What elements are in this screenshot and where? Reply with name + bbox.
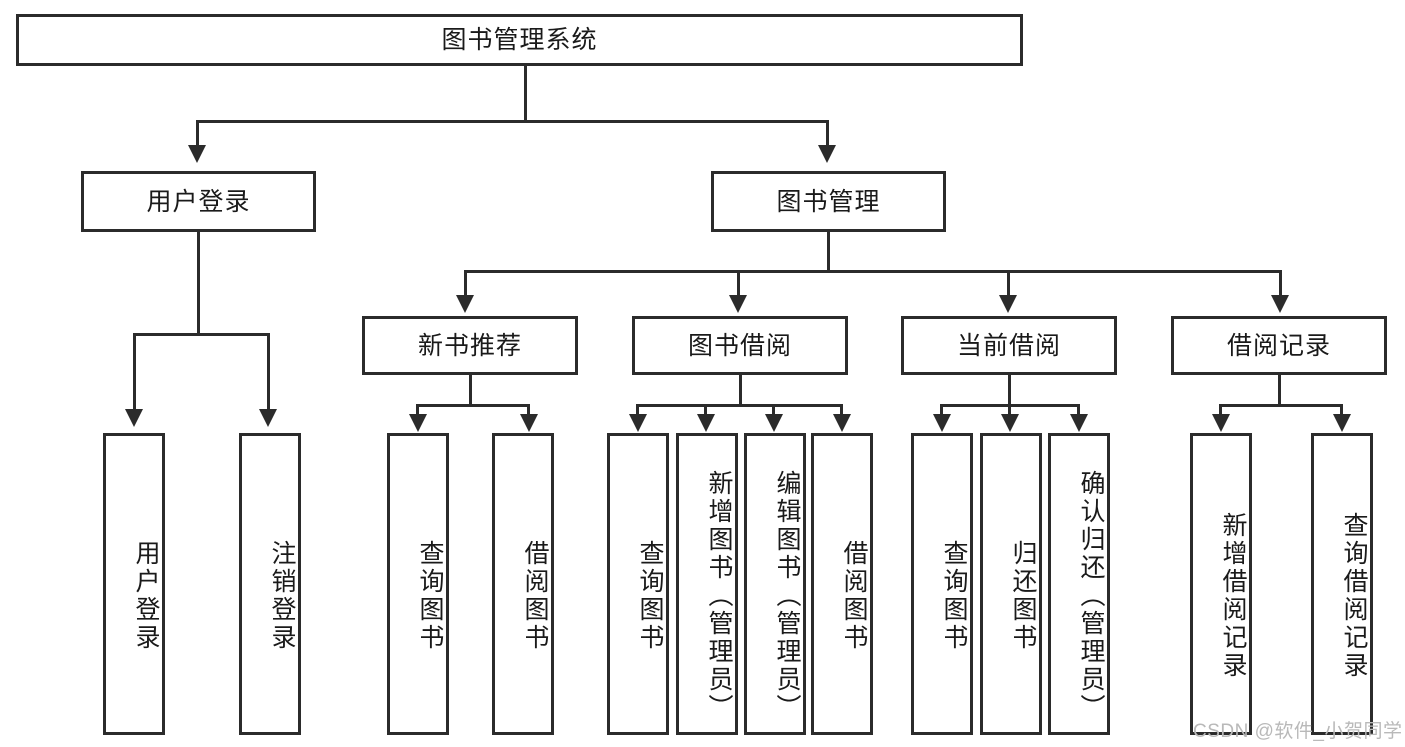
connector-bm-to-book-borrow <box>737 270 740 297</box>
node-label: 借阅记录 <box>1226 331 1331 360</box>
connector-bb-to-leaf-3 <box>772 404 775 416</box>
connector-cb-to-leaf-3 <box>1077 404 1080 416</box>
arrow-root-to-user-login <box>188 145 206 163</box>
node-label: 查询图书 <box>940 540 968 652</box>
node-label: 用户登录 <box>132 540 160 652</box>
connector-bb-to-leaf-2 <box>704 404 707 416</box>
connector-bb-stem <box>739 375 742 407</box>
connector-user-login-to-leaf-1 <box>133 333 136 411</box>
arrow-cb-to-leaf-3 <box>1070 414 1088 432</box>
csdn-watermark: CSDN @软件_小贺同学 <box>1193 716 1402 743</box>
connector-bm-to-current-borrow <box>1007 270 1010 297</box>
arrow-user-login-to-leaf-1 <box>125 409 143 427</box>
node-leaf-query-book-borrow[interactable]: 查询图书 <box>607 433 669 735</box>
node-book-borrow[interactable]: 图书借阅 <box>632 316 848 375</box>
node-leaf-return-book[interactable]: 归还图书 <box>980 433 1042 735</box>
arrow-bm-to-current-borrow <box>999 295 1017 313</box>
connector-user-login-bus <box>133 333 270 336</box>
connector-root-bus <box>196 120 828 123</box>
connector-cb-stem <box>1008 375 1011 407</box>
connector-root-stem <box>524 66 527 122</box>
arrow-bm-to-borrow-record <box>1271 295 1289 313</box>
connector-nbr-stem <box>469 375 472 407</box>
connector-br-to-leaf-1 <box>1219 404 1222 416</box>
arrow-bb-to-leaf-2 <box>697 414 715 432</box>
node-new-book-recommend[interactable]: 新书推荐 <box>362 316 578 375</box>
node-label: 新增借阅记录 <box>1219 512 1247 680</box>
connector-book-management-stem <box>827 232 830 272</box>
arrow-cb-to-leaf-2 <box>1001 414 1019 432</box>
connector-br-bus <box>1219 404 1343 407</box>
connector-nbr-bus <box>416 404 530 407</box>
arrow-nbr-to-leaf-1 <box>409 414 427 432</box>
connector-br-stem <box>1278 375 1281 407</box>
connector-root-to-user-login <box>196 120 199 147</box>
connector-bm-to-borrow-record <box>1279 270 1282 297</box>
arrow-cb-to-leaf-1 <box>933 414 951 432</box>
node-label: 新书推荐 <box>417 331 522 360</box>
node-label: 归还图书 <box>1009 540 1037 652</box>
arrow-br-to-leaf-2 <box>1333 414 1351 432</box>
node-leaf-borrow-book-recommend[interactable]: 借阅图书 <box>492 433 554 735</box>
node-label: 确认归还（管理员） <box>1077 470 1105 722</box>
node-label: 注销登录 <box>268 540 296 652</box>
node-root-book-management-system[interactable]: 图书管理系统 <box>16 14 1023 66</box>
connector-cb-to-leaf-2 <box>1008 404 1011 416</box>
node-label: 用户登录 <box>146 187 251 216</box>
connector-nbr-to-leaf-2 <box>527 404 530 416</box>
arrow-bb-to-leaf-3 <box>765 414 783 432</box>
arrow-user-login-to-leaf-2 <box>259 409 277 427</box>
connector-user-login-stem <box>197 232 200 335</box>
connector-br-to-leaf-2 <box>1340 404 1343 416</box>
node-leaf-add-borrow-record[interactable]: 新增借阅记录 <box>1190 433 1252 735</box>
arrow-bm-to-new-book-recommend <box>456 295 474 313</box>
node-leaf-user-login[interactable]: 用户登录 <box>103 433 165 735</box>
node-label: 查询图书 <box>416 540 444 652</box>
arrow-bm-to-book-borrow <box>729 295 747 313</box>
connector-book-management-bus <box>464 270 1282 273</box>
connector-user-login-to-leaf-2 <box>267 333 270 411</box>
node-label: 图书管理系统 <box>441 26 598 54</box>
watermark-text: CSDN @软件_小贺同学 <box>1193 721 1403 742</box>
node-leaf-borrow-book-borrow[interactable]: 借阅图书 <box>811 433 873 735</box>
node-label: 新增图书（管理员） <box>705 470 733 722</box>
node-leaf-query-borrow-record[interactable]: 查询借阅记录 <box>1311 433 1373 735</box>
node-borrow-record[interactable]: 借阅记录 <box>1171 316 1387 375</box>
node-label: 当前借阅 <box>956 331 1061 360</box>
node-leaf-query-book-current[interactable]: 查询图书 <box>911 433 973 735</box>
node-leaf-add-book-admin[interactable]: 新增图书（管理员） <box>676 433 738 735</box>
arrow-nbr-to-leaf-2 <box>520 414 538 432</box>
connector-root-to-book-management <box>826 120 829 147</box>
connector-bm-to-new-book-recommend <box>464 270 467 297</box>
arrow-root-to-book-management <box>818 145 836 163</box>
node-label: 借阅图书 <box>840 540 868 652</box>
node-leaf-confirm-return-admin[interactable]: 确认归还（管理员） <box>1048 433 1110 735</box>
connector-bb-to-leaf-4 <box>840 404 843 416</box>
node-label: 查询图书 <box>636 540 664 652</box>
node-leaf-edit-book-admin[interactable]: 编辑图书（管理员） <box>744 433 806 735</box>
node-label: 图书管理 <box>776 187 881 216</box>
node-label: 查询借阅记录 <box>1340 512 1368 680</box>
node-user-login[interactable]: 用户登录 <box>81 171 316 232</box>
node-current-borrow[interactable]: 当前借阅 <box>901 316 1117 375</box>
node-label: 借阅图书 <box>521 540 549 652</box>
connector-bb-to-leaf-1 <box>636 404 639 416</box>
node-leaf-logout-login[interactable]: 注销登录 <box>239 433 301 735</box>
node-leaf-query-book-recommend[interactable]: 查询图书 <box>387 433 449 735</box>
arrow-br-to-leaf-1 <box>1212 414 1230 432</box>
arrow-bb-to-leaf-1 <box>629 414 647 432</box>
connector-bb-bus <box>636 404 842 407</box>
arrow-bb-to-leaf-4 <box>833 414 851 432</box>
node-book-management[interactable]: 图书管理 <box>711 171 946 232</box>
node-label: 图书借阅 <box>687 331 792 360</box>
connector-nbr-to-leaf-1 <box>416 404 419 416</box>
connector-cb-to-leaf-1 <box>940 404 943 416</box>
node-label: 编辑图书（管理员） <box>773 470 801 722</box>
